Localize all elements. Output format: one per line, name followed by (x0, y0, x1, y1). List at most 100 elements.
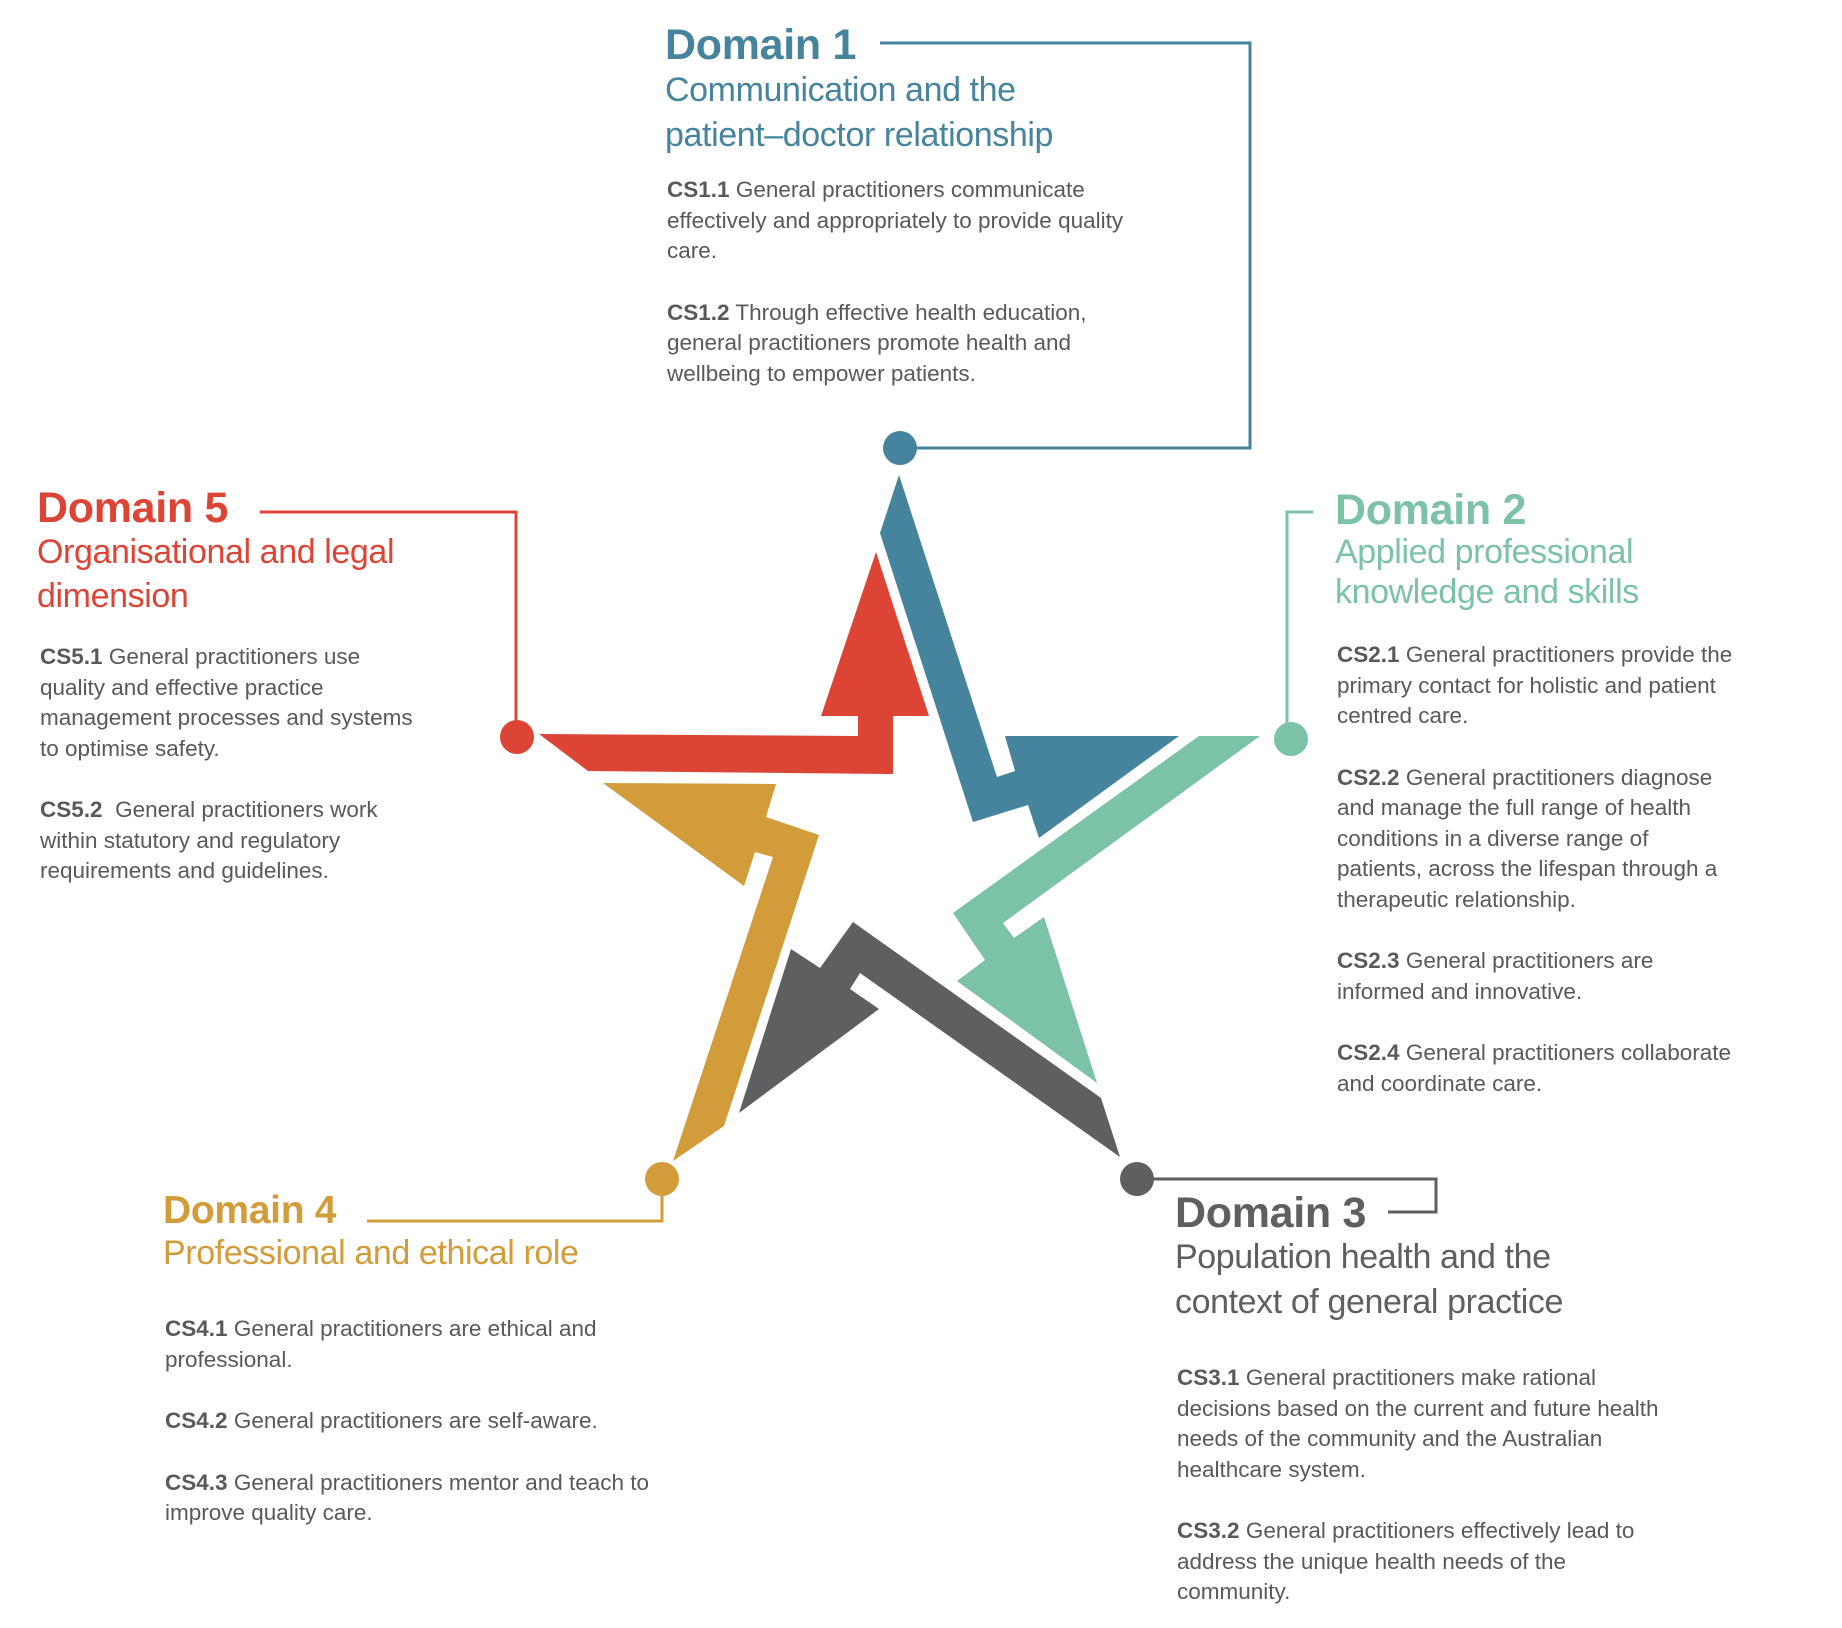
standard-text: healthcare system. (1177, 1456, 1366, 1482)
domain-1-subtitle-line: Communication and the (665, 71, 1016, 109)
domain-1-star-arm (880, 41, 1252, 838)
standard-text: General practitioners are self-aware. (233, 1408, 598, 1433)
domain-2-subtitle-line: knowledge and skills (1335, 573, 1639, 611)
domain-2-connector-line (1285, 510, 1313, 736)
standard-text: General practitioners make rational (1245, 1365, 1596, 1390)
domain-4-arrow-shape (603, 783, 819, 1161)
standard-text: general practitioners promote health and (667, 330, 1072, 355)
standard-text: to optimise safety. (40, 735, 220, 761)
standard-code: CS2.1 (1337, 642, 1400, 667)
domain-5-arrow-shape (539, 552, 929, 774)
standard-code: CS4.2 (165, 1408, 228, 1433)
standard-text: conditions in a diverse range of (1337, 825, 1649, 851)
standard-text: therapeutic relationship. (1337, 886, 1576, 912)
standard-cs4-1: CS4.1 General practitioners are ethical … (165, 1314, 649, 1375)
domain-3-arrow-shape (739, 922, 1120, 1157)
standard-text: effectively and appropriately to provide… (667, 207, 1124, 233)
domain-2-block: Domain 2 Applied professional knowledge … (1335, 489, 1732, 1099)
standard-cs2-1: CS2.1 General practitioners provide the p… (1337, 640, 1732, 732)
standard-code: CS4.1 (165, 1316, 228, 1341)
domain-1-title: Domain 1 (665, 21, 857, 69)
standard-code: CS5.1 (40, 644, 103, 669)
domain-3-subtitle-line: context of general practice (1175, 1283, 1563, 1321)
standard-text: requirements and guidelines. (40, 858, 329, 883)
domain-1-block: Domain 1 Communication and the patient–d… (665, 24, 1123, 389)
standard-cs2-3: CS2.3 General practitioners are informed … (1337, 946, 1732, 1007)
domain-4-subtitle: Professional and ethical role (163, 1231, 649, 1276)
domain-5-subtitle-line: dimension (37, 577, 189, 615)
standard-text: and manage the full range of health (1337, 795, 1692, 820)
standard-cs4-3: CS4.3 General practitioners mentor and t… (165, 1468, 649, 1529)
standard-code: CS2.4 (1337, 1040, 1400, 1065)
domain-5-node-dot (500, 720, 534, 754)
standard-text: General practitioners work (115, 797, 378, 822)
standard-code: CS3.1 (1177, 1365, 1240, 1390)
domain-5-connector-line (260, 510, 518, 736)
standard-text: needs of the community and the Australia… (1177, 1426, 1603, 1451)
standard-text: centred care. (1337, 703, 1469, 728)
standard-text: General practitioners provide the (1405, 642, 1733, 667)
standard-code: CS2.2 (1337, 764, 1400, 790)
domain-3-connector-line (1140, 1177, 1438, 1214)
standard-text: General practitioners mentor and teach t… (233, 1469, 650, 1495)
domain-5-subtitle-line: Organisational and legal (37, 533, 395, 571)
standard-text: General practitioners communicate (735, 177, 1085, 202)
standard-code: CS2.3 (1337, 948, 1400, 973)
standard-cs5-1: CS5.1 General practitioners use quality a… (40, 642, 413, 764)
standard-cs3-1: CS3.1 General practitioners make rationa… (1177, 1363, 1659, 1485)
standard-text: General practitioners are ethical and (233, 1316, 597, 1341)
domain-2-subtitle-line: Applied professional (1335, 533, 1634, 571)
domain-4-subtitle-line: Professional and ethical role (163, 1234, 579, 1272)
standard-code: CS1.2 (667, 299, 730, 325)
domain-3-star-arm (739, 922, 1438, 1214)
domain-3-block: Domain 3 Population health and the conte… (1175, 1192, 1659, 1608)
standard-code: CS5.2 (40, 797, 103, 822)
standard-text: care. (667, 238, 718, 263)
standard-text: quality and effective practice (40, 674, 324, 700)
domain-1-subtitle: Communication and the patient–doctor rel… (665, 68, 1123, 158)
standard-text: management processes and systems (40, 705, 413, 730)
standard-cs2-2: CS2.2 General practitioners diagnose and … (1337, 763, 1732, 916)
standard-text: General practitioners use (108, 644, 361, 669)
domain-3-title: Domain 3 (1175, 1189, 1367, 1237)
domain-4-star-arm (367, 783, 819, 1223)
standard-text: community. (1177, 1579, 1291, 1604)
domain-2-star-arm (953, 510, 1313, 1083)
standard-text: General practitioners diagnose (1405, 764, 1713, 790)
domain-2-subtitle: Applied professional knowledge and skill… (1335, 532, 1732, 612)
domain-4-node-dot (645, 1162, 679, 1196)
domain-4-block: Domain 4 Professional and ethical role C… (163, 1191, 649, 1529)
domain-3-node-dot (1120, 1162, 1154, 1196)
domain-4-title: Domain 4 (163, 1189, 337, 1232)
standard-text: patients, across the lifespan through a (1337, 856, 1718, 881)
standard-cs1-2: CS1.2 Through effective health education… (667, 298, 1123, 390)
domain-5-subtitle: Organisational and legal dimension (37, 530, 413, 618)
domain-1-arrow-shape (880, 475, 1179, 838)
domain-1-connector-line (880, 41, 1252, 450)
standard-code: CS3.2 (1177, 1518, 1240, 1543)
domain-2-node-dot (1274, 722, 1308, 756)
domain-2-arrow-shape (953, 736, 1260, 1083)
standard-cs4-2: CS4.2 General practitioners are self-awa… (165, 1406, 649, 1437)
standard-cs1-1: CS1.1 General practitioners communicate e… (667, 175, 1123, 267)
standard-text: wellbeing to empower patients. (667, 360, 976, 386)
standard-text: General practitioners are (1405, 948, 1654, 973)
domain-5-star-arm (260, 510, 929, 774)
standard-cs3-2: CS3.2 General practitioners effectively … (1177, 1516, 1659, 1608)
standard-text: primary contact for holistic and patient (1337, 672, 1716, 698)
standard-text: professional. (165, 1346, 293, 1372)
standard-text: General practitioners collaborate (1405, 1040, 1731, 1065)
standard-text: address the unique health needs of the (1177, 1548, 1567, 1574)
standard-text: improve quality care. (165, 1500, 373, 1525)
domain-3-subtitle-line: Population health and the (1175, 1238, 1551, 1276)
domain-1-node-dot (883, 431, 917, 465)
standard-code: CS1.1 (667, 177, 730, 202)
standard-text: informed and innovative. (1337, 978, 1583, 1004)
standard-text: General practitioners effectively lead t… (1245, 1518, 1635, 1543)
domain-2-title: Domain 2 (1335, 486, 1527, 534)
domain-5-title: Domain 5 (37, 484, 229, 532)
domain-1-subtitle-line: patient–doctor relationship (665, 116, 1054, 154)
